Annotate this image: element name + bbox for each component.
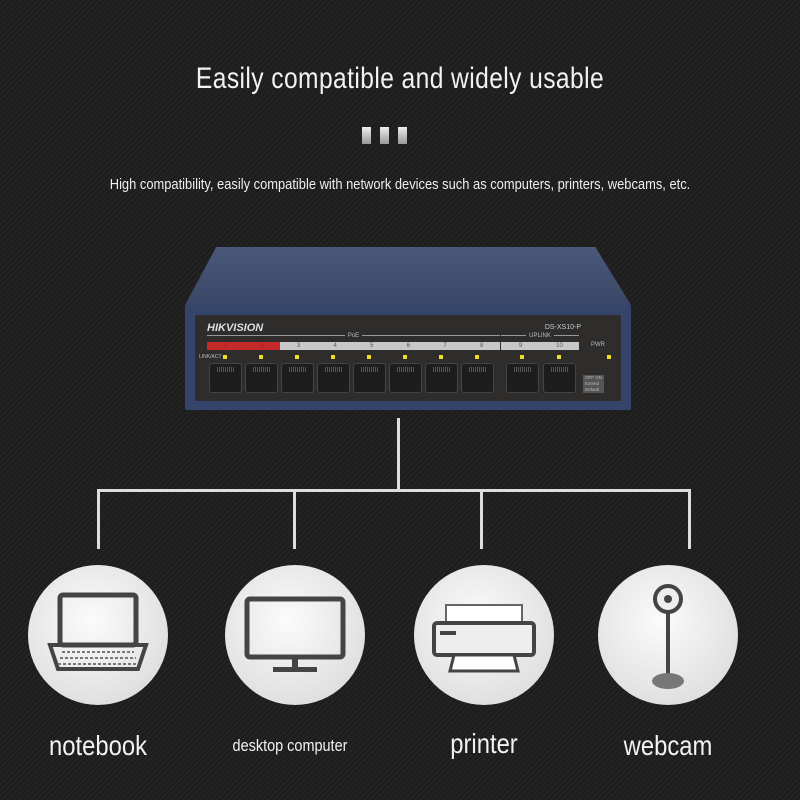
desktop-circle: [225, 565, 365, 705]
poe-group: PoE: [207, 333, 500, 339]
ethernet-port[interactable]: [389, 363, 422, 393]
uplink-group: UPLINK: [501, 333, 579, 339]
ethernet-port[interactable]: [353, 363, 386, 393]
webcam-icon: [652, 584, 684, 689]
subtitle: High compatibility, easily compatible wi…: [109, 176, 691, 193]
ethernet-port[interactable]: [506, 363, 539, 393]
ethernet-port[interactable]: [245, 363, 278, 393]
device-label-notebook: notebook: [49, 730, 147, 761]
ethernet-port[interactable]: [317, 363, 350, 393]
ethernet-port[interactable]: [425, 363, 458, 393]
brand-logo: HIKVISION: [207, 322, 264, 334]
connector-line: [293, 489, 296, 549]
ethernet-port[interactable]: [461, 363, 494, 393]
ethernet-port[interactable]: [543, 363, 576, 393]
status-led: [607, 355, 611, 359]
device-label-webcam: webcam: [623, 730, 713, 761]
status-led: [520, 355, 524, 359]
status-led: [557, 355, 561, 359]
device-label-printer: printer: [450, 728, 518, 759]
connector-line: [480, 489, 483, 549]
ethernet-port[interactable]: [281, 363, 314, 393]
page-title: Easily compatible and widely usable: [195, 62, 605, 95]
printer-icon: [432, 604, 536, 673]
status-led: [439, 355, 443, 359]
decorative-bars: [362, 127, 407, 144]
laptop-icon: [47, 592, 149, 671]
status-led: [367, 355, 371, 359]
status-led: [331, 355, 335, 359]
link-label: LINK/ACT: [199, 354, 222, 360]
status-led: [223, 355, 227, 359]
status-led: [403, 355, 407, 359]
status-led: [295, 355, 299, 359]
monitor-icon: [244, 596, 346, 672]
connector-line: [97, 489, 100, 549]
connector-line: [688, 489, 691, 549]
notebook-circle: [28, 565, 168, 705]
connector-line: [97, 489, 691, 492]
switch-top: [185, 247, 631, 305]
webcam-circle: [598, 565, 738, 705]
status-led: [259, 355, 263, 359]
pwr-label: PWR: [591, 342, 605, 348]
connector-line: [397, 418, 400, 491]
device-label-desktop: desktop computer: [232, 736, 348, 755]
ethernet-port[interactable]: [209, 363, 242, 393]
model-number: DS-XS10-P: [544, 324, 581, 331]
printer-circle: [414, 565, 554, 705]
status-led: [475, 355, 479, 359]
